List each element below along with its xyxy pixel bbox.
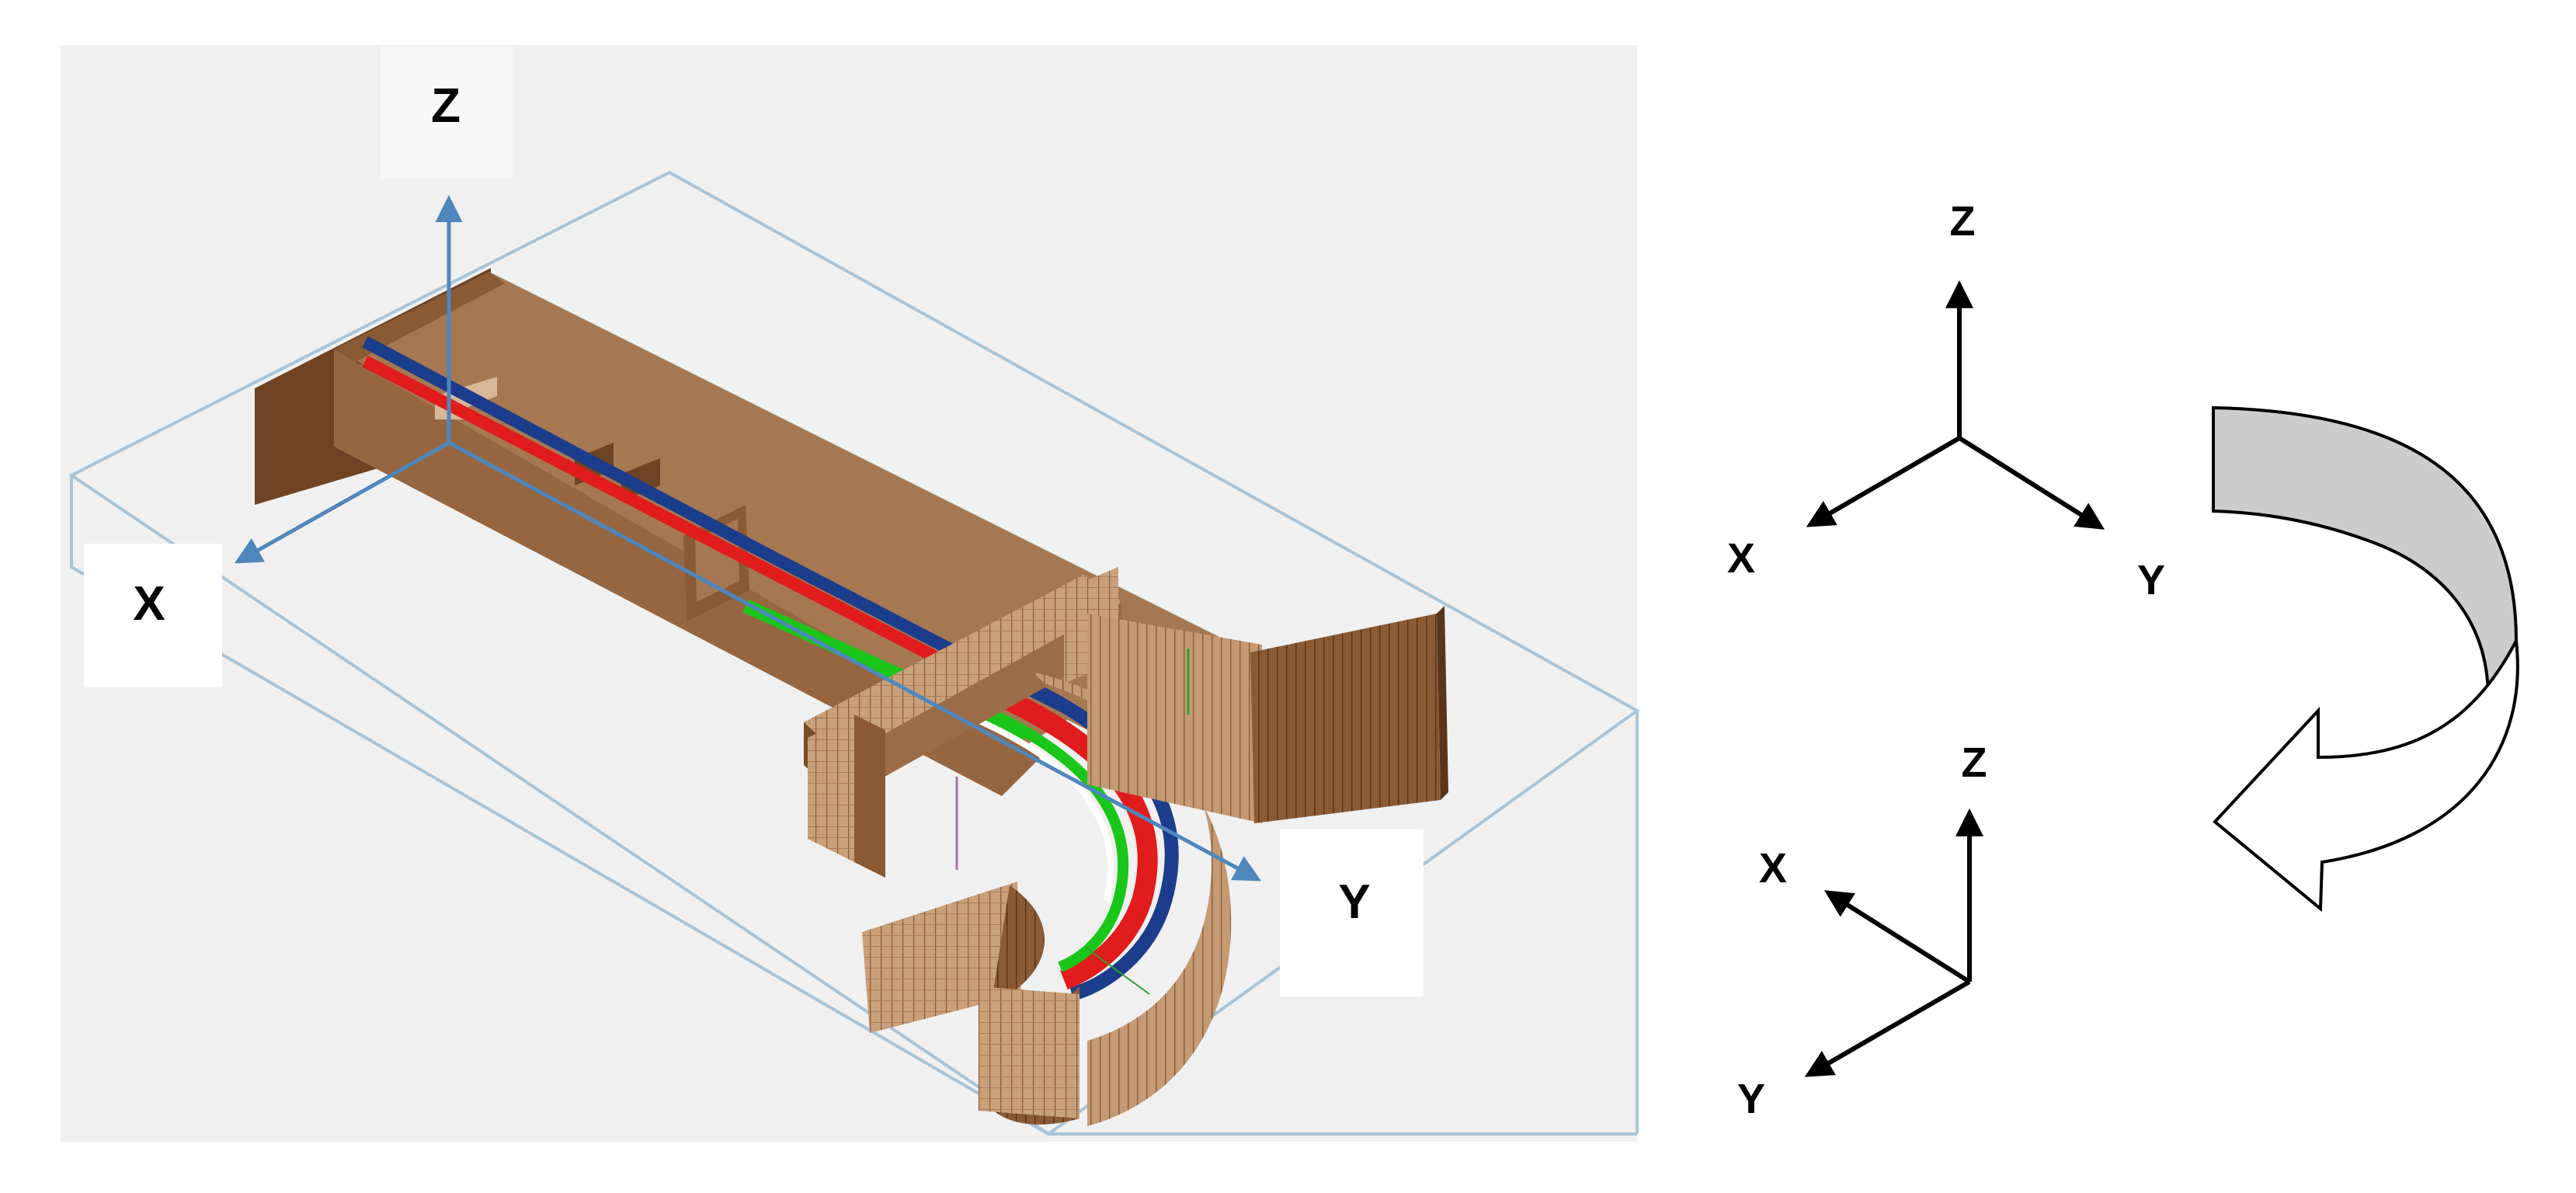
initial-x-axis (1806, 436, 1961, 527)
initial-y-axis (1958, 436, 2105, 530)
bounding-box (68, 170, 1640, 1136)
rotated-x-axis (1823, 890, 1971, 984)
rail-red-curve (967, 673, 1158, 990)
rotation-arrowhead (2213, 635, 2519, 913)
side-wall-right (1087, 614, 1262, 823)
drum-base (979, 986, 1079, 1118)
sawmill-model (255, 268, 1448, 1126)
model-viewport: Z X Y (61, 45, 1640, 1142)
initial-axis-label-z: Z (1950, 198, 1976, 245)
model-y-axis (447, 440, 1262, 882)
rail-blue-curve (983, 661, 1179, 1001)
curved-rotation-arrow-icon (2212, 405, 2519, 913)
frame-initial: Z X Y (1727, 198, 2165, 603)
curved-wall (1033, 672, 1232, 1126)
frame-rotated: Z X Y (1737, 739, 1987, 1122)
rotated-axis-label-x: X (1759, 845, 1787, 892)
end-wall-right (1250, 614, 1441, 823)
gantry-beam (804, 575, 1122, 757)
initial-axis-label-x: X (1727, 535, 1755, 582)
model-axes (234, 195, 1262, 882)
model-axis-label-x: X (133, 577, 165, 631)
rotated-axis-label-z: Z (1962, 739, 1987, 786)
initial-axis-label-y: Y (2137, 557, 2165, 603)
rotated-y-axis (1804, 979, 1971, 1077)
model-axis-label-z: Z (431, 79, 461, 133)
model-x-axis (234, 440, 450, 564)
rotated-axis-label-y: Y (1737, 1076, 1765, 1122)
model-axis-label-y: Y (1338, 875, 1370, 929)
gantry-leg-left (808, 715, 854, 862)
